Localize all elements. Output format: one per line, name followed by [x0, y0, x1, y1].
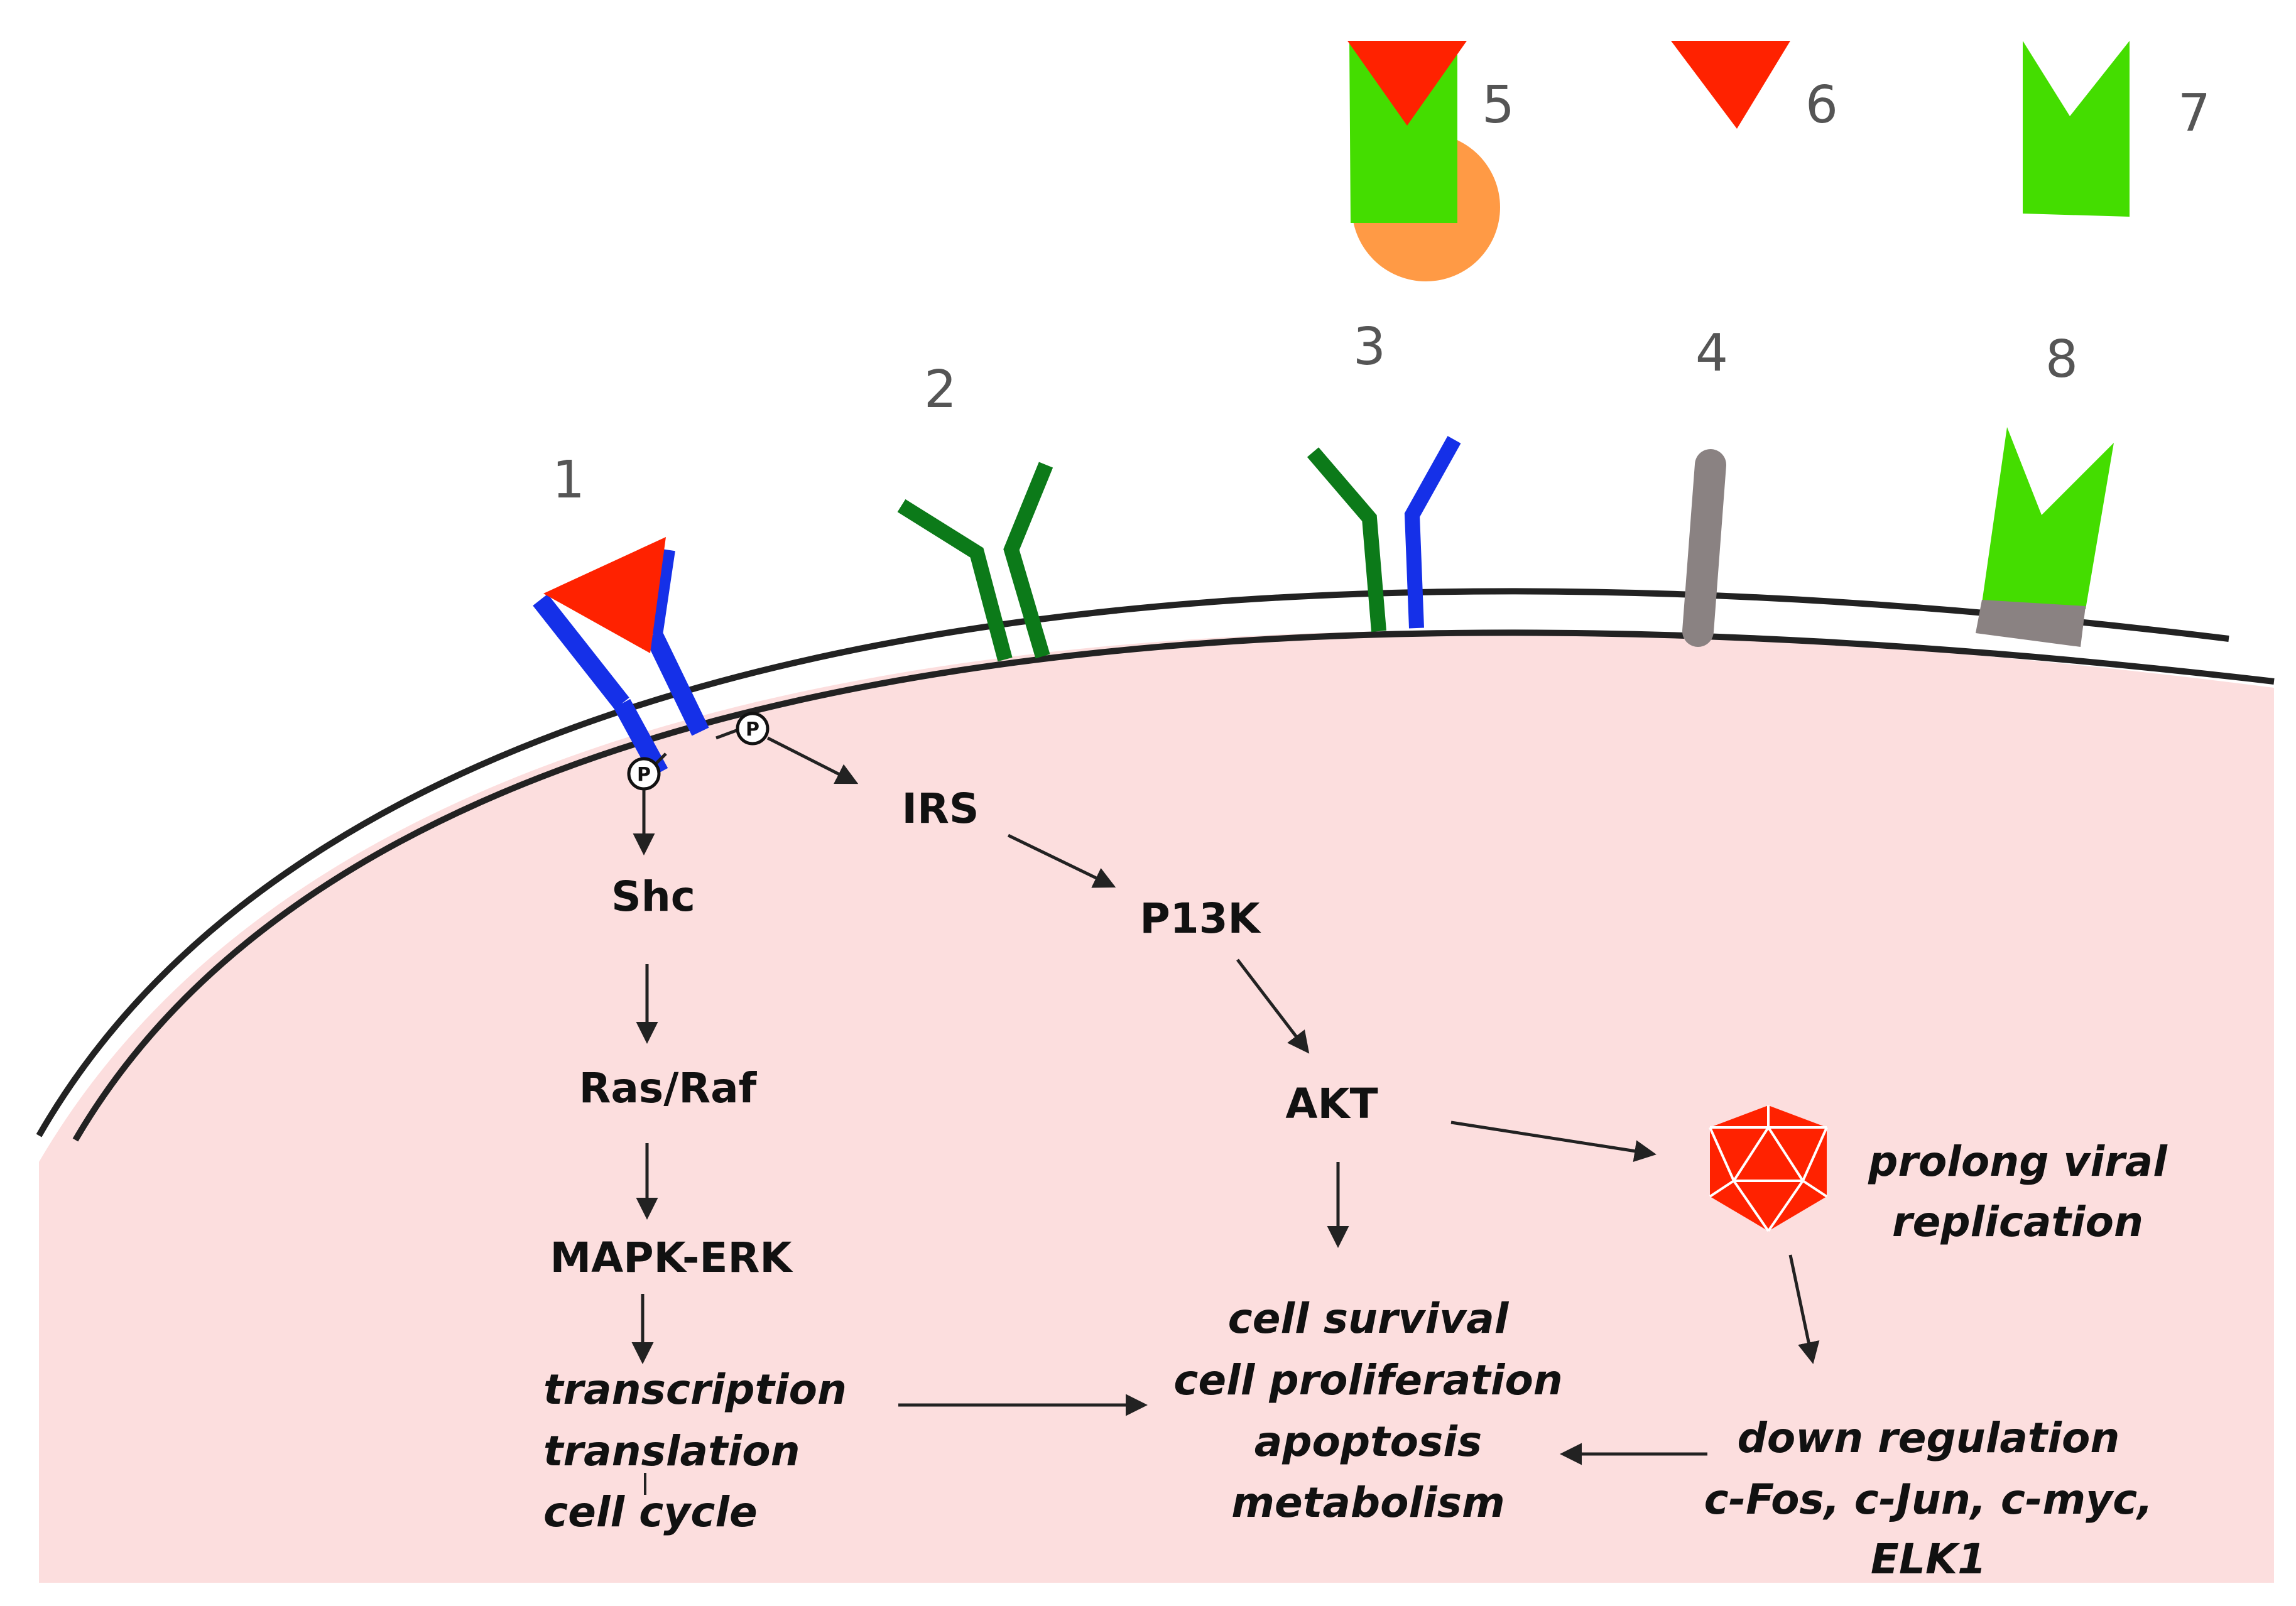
center-outcome-metabolism: metabolism [1231, 1478, 1505, 1527]
downregulation-elk1: ELK1 [1871, 1535, 1986, 1583]
irs-label: IRS [902, 784, 979, 833]
label-3: 3 [1353, 317, 1386, 377]
label-1: 1 [552, 450, 585, 510]
arrow-irs-to-p13k [1007, 833, 1116, 888]
label-2: 2 [924, 360, 957, 420]
phospho-link-right [715, 728, 739, 740]
center-outcome-apoptosis: apoptosis [1254, 1418, 1482, 1466]
arrow-p-to-irs [766, 736, 859, 784]
label-5: 5 [1482, 75, 1515, 135]
arrow-akt-to-virus [1450, 1120, 1657, 1162]
akt-label: AKT [1285, 1080, 1378, 1128]
virus-outcome-line-1: prolong viral [1868, 1137, 2168, 1186]
mapk-erk-label: MAPK-ERK [550, 1234, 794, 1282]
left-outcome-translation: translation [543, 1427, 800, 1475]
label-6: 6 [1805, 75, 1838, 135]
arrow-virus-to-downregulation [1788, 1254, 1820, 1364]
svg-text:P: P [746, 719, 759, 741]
center-outcome-cell-proliferation: cell proliferation [1173, 1356, 1563, 1404]
downregulation-genes: c-Fos, c-Jun, c-myc, [1704, 1475, 2153, 1524]
left-outcome-transcription: transcription [543, 1365, 847, 1414]
complex-5 [1347, 41, 1500, 281]
receptor-8 [1976, 427, 2114, 647]
label-4: 4 [1695, 323, 1728, 383]
center-outcome-cell-survival: cell survival [1228, 1294, 1510, 1343]
p13k-label: P13K [1140, 894, 1261, 943]
cytoplasm [39, 631, 2274, 1583]
inner-membrane-line [72, 629, 2275, 1142]
left-outcome-cell-cycle: cell cycle [543, 1488, 758, 1536]
receptor-2 [897, 462, 1053, 662]
phospho-marker-left: P [627, 757, 661, 791]
ligand-triangle [543, 537, 666, 653]
svg-text:P: P [637, 764, 651, 786]
label-8: 8 [2045, 330, 2078, 389]
receptor-7 [2023, 41, 2130, 217]
virus-icon [1709, 1105, 1828, 1232]
phospho-marker-right: P [736, 712, 770, 746]
label-7: 7 [2178, 84, 2211, 143]
downregulation-title: down regulation [1738, 1414, 2120, 1462]
receptor-3 [1307, 436, 1461, 632]
arrow-p13k-to-akt [1236, 958, 1310, 1054]
shc-label: Shc [611, 872, 695, 921]
virus-outcome-line-2: replication [1892, 1198, 2143, 1246]
receptor-4 [1682, 449, 1726, 647]
ras-raf-label: Ras/Raf [579, 1064, 758, 1112]
ligand-6 [1671, 41, 1790, 129]
